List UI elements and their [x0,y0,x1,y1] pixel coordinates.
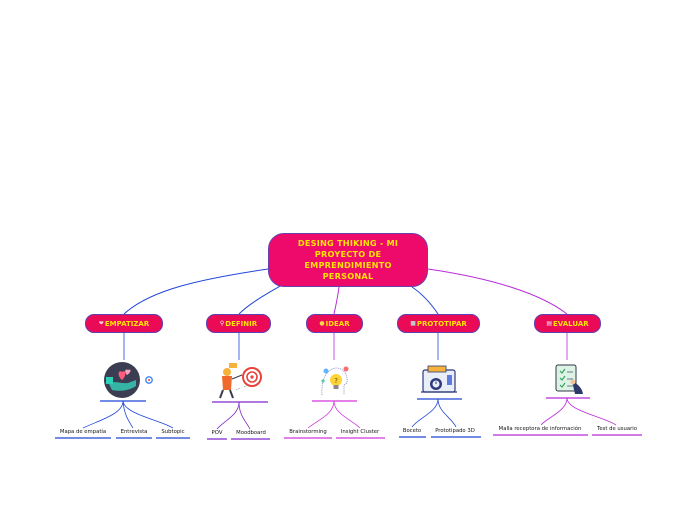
branch-label: EVALUAR [553,320,589,328]
magnifier-icon: ⚲ [220,320,224,327]
robot-icon: ■ [410,320,416,327]
connector-idear [334,287,339,314]
empathy-hands-heart-illustration [100,360,158,400]
branch-label: IDEAR [326,320,350,328]
leaf-insight-cluster[interactable]: Insight Cluster [341,429,379,435]
checklist-icon: ▤ [546,320,552,327]
leaf-mapa-de-empatia[interactable]: Mapa de empatía [60,429,106,435]
leaf-pov[interactable]: POV [212,430,223,436]
svg-text:?: ? [334,377,338,385]
leaf-moodboard[interactable]: Moodboard [236,430,266,436]
branch-evaluar[interactable]: ▤ EVALUAR [534,314,601,333]
leaf-test-de-usuario[interactable]: Test de usuario [597,426,637,432]
idea-head-lightbulb-illustration: ? [316,361,352,397]
root-topic-label: DESING THIKING - MI PROYECTO DE EMPRENDI… [283,238,413,282]
lightbulb-icon: ● [319,320,324,327]
branch-prototipar[interactable]: ■ PROTOTIPAR [397,314,480,333]
leaf-boceto[interactable]: Boceto [403,428,421,434]
leaf-malla-receptora[interactable]: Malla receptora de información [499,426,582,432]
blueprint-prototype-illustration [419,363,459,397]
root-topic[interactable]: DESING THIKING - MI PROYECTO DE EMPRENDI… [268,233,428,287]
leaf-entrevista[interactable]: Entrevista [121,429,148,435]
connector-evaluar [428,269,567,314]
branch-label: PROTOTIPAR [417,320,467,328]
target-person-illustration [214,360,266,402]
branch-definir[interactable]: ⚲ DEFINIR [206,314,271,333]
leaf-prototipado-3d[interactable]: Prototipado 3D [435,428,475,434]
connector-definir [239,285,282,314]
connector-prototipar [412,287,438,314]
leaf-subtopic[interactable]: Subtopic [161,429,184,435]
heart-icon: ❤ [99,320,104,327]
leaf-brainstorming[interactable]: Brainstorming [289,429,326,435]
branch-label: DEFINIR [225,320,257,328]
branch-label: EMPATIZAR [105,320,149,328]
branch-idear[interactable]: ● IDEAR [306,314,363,333]
checklist-evaluation-illustration [552,361,586,397]
branch-empatizar[interactable]: ❤ EMPATIZAR [85,314,163,333]
